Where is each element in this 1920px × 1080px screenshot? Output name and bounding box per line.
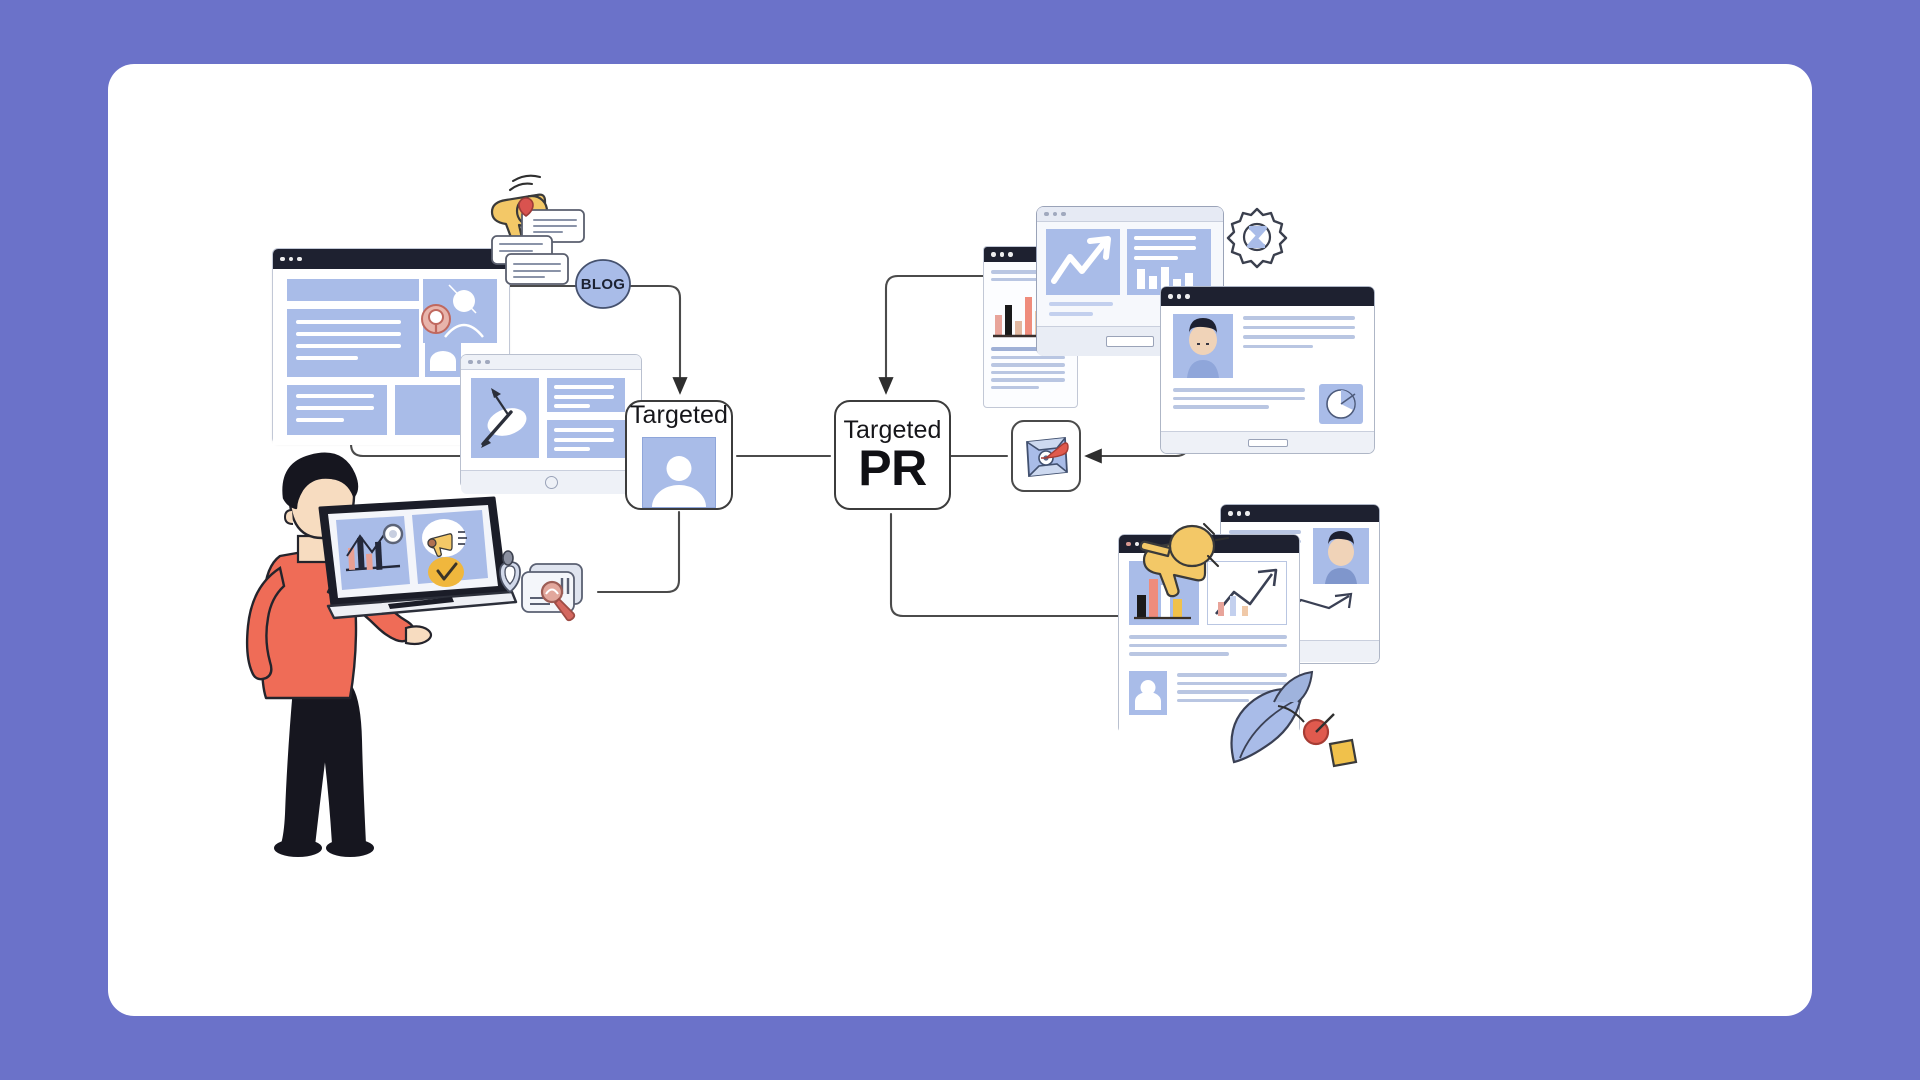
window-dot (1236, 511, 1241, 516)
wire-report-to-pr (886, 274, 898, 386)
diagram-card: BLOG (108, 64, 1812, 1016)
megaphone-icon (1130, 506, 1236, 598)
node-pr-sublabel: PR (858, 440, 927, 497)
video-person-icon (1325, 531, 1357, 584)
blog-badge-icon[interactable]: BLOG (574, 258, 632, 310)
window-dot (999, 252, 1004, 257)
tablet-text-block-2 (547, 420, 625, 458)
pie-chart-icon (1326, 389, 1356, 419)
content-text-block-2 (287, 385, 387, 435)
window-dot (1176, 294, 1181, 299)
window-dot (1126, 541, 1131, 547)
wire-targeted-to-search (596, 510, 681, 594)
trend-chart-panel (1046, 229, 1120, 295)
pen-icon (481, 388, 527, 448)
stats-panel (1127, 229, 1211, 295)
tablet-home-button[interactable] (544, 476, 558, 489)
window-footer-bar (1247, 438, 1288, 447)
wire-tablet-to-targeted (396, 284, 688, 395)
content-media-block (395, 385, 461, 435)
document-search-icon[interactable] (496, 548, 596, 632)
window-dot (468, 359, 473, 365)
dashboard-trend-block (1207, 561, 1287, 625)
tablet-pen-graphic (471, 378, 539, 458)
window-dot (1044, 211, 1049, 217)
analytics-monitor-trend-window[interactable] (1036, 206, 1224, 356)
content-text-block (287, 309, 419, 377)
profile-browser-window[interactable] (1160, 286, 1375, 454)
tablet-text-block (547, 378, 625, 412)
window-dot (1185, 294, 1190, 299)
tablet-writing-window[interactable] (460, 354, 642, 494)
wire-pr-to-dashboard (889, 512, 1120, 618)
profile-person-icon (1187, 318, 1219, 378)
window-dot (476, 359, 481, 365)
window-dot (1134, 541, 1139, 547)
photo-person-icon (444, 284, 484, 338)
content-browser-window[interactable] (272, 248, 510, 445)
node-targeted-audience[interactable]: Targeted (625, 400, 733, 510)
window-dot (1052, 211, 1057, 217)
dashboard-trend-icon (1214, 568, 1278, 616)
dashboard-bars-chart (1134, 579, 1191, 620)
trend-arrow-icon (1051, 236, 1111, 284)
window-dot (288, 256, 293, 262)
window-dot (1245, 511, 1250, 516)
user-avatar-icon (642, 437, 716, 508)
dashboard-avatar-block (1129, 671, 1167, 715)
rocket-growth-icon (1218, 662, 1358, 782)
window-dot (485, 359, 490, 365)
node-pr-label: Targeted (843, 415, 942, 444)
node-targeted-pr[interactable]: Targeted PR (834, 400, 951, 510)
dart-target-icon[interactable] (1011, 420, 1081, 492)
window-dot (297, 256, 302, 262)
window-dot (1061, 211, 1066, 217)
gear-settings-icon (1226, 206, 1288, 269)
window-dot (991, 252, 996, 257)
window-dot (1168, 294, 1173, 299)
node-targeted-label: Targeted (629, 401, 729, 429)
window-dot (1228, 511, 1233, 516)
diagram-canvas: BLOG (108, 64, 1812, 1016)
blog-badge-label: BLOG (580, 275, 626, 293)
laptop-analytics-screen[interactable] (316, 496, 518, 626)
notification-badge-icon (419, 302, 453, 336)
window-dot (1008, 252, 1013, 257)
content-hero-block (287, 279, 419, 301)
blog-comments-group[interactable] (488, 196, 616, 306)
video-person-block (1313, 528, 1369, 584)
window-dot (280, 256, 285, 262)
pie-chart-block (1319, 384, 1363, 424)
monitor-stand-button (1106, 336, 1154, 347)
profile-photo-block (1173, 314, 1233, 378)
mini-bars-chart (1137, 267, 1193, 289)
